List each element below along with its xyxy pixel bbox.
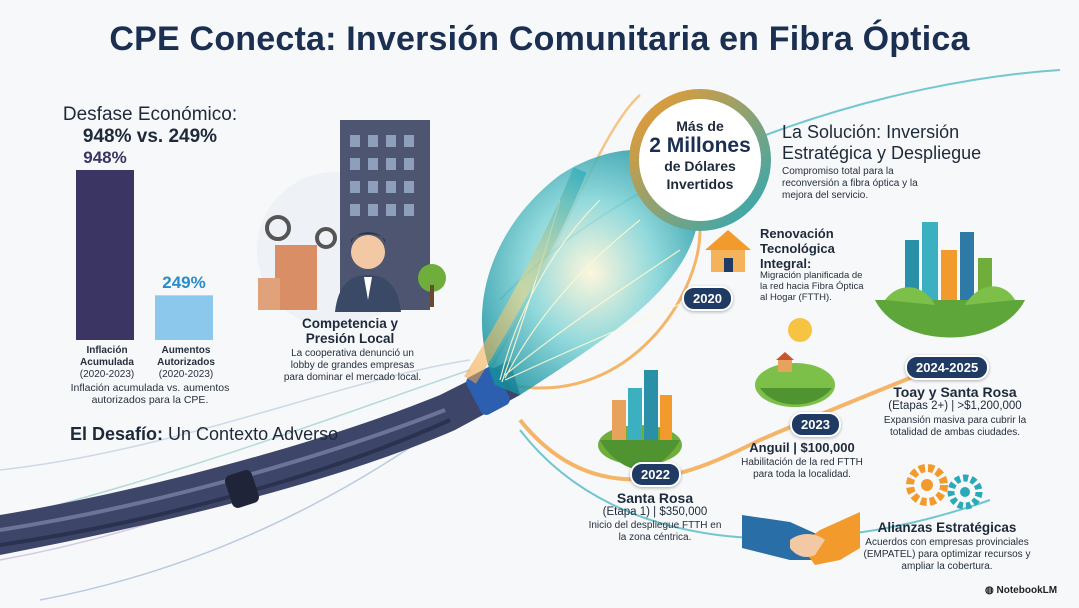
investment-line4: Invertidos — [666, 176, 734, 192]
city-2024-illustration — [875, 222, 1025, 338]
solution-title-l2: Estratégica y Despliegue — [782, 143, 982, 163]
page-title: CPE Conecta: Inversión Comunitaria en Fi… — [109, 20, 970, 58]
year-badge-2022: 2022 — [630, 462, 681, 487]
year-badge-2024-2025: 2024-2025 — [905, 355, 990, 380]
investment-line3: de Dólares — [664, 158, 736, 174]
bar-label-increases-period: (2020-2023) — [158, 369, 214, 380]
watermark: ◍ NotebookLM — [985, 585, 1057, 596]
bar-value-increases: 249% — [162, 273, 206, 293]
city-2022-illustration — [598, 370, 682, 470]
gap-heading-line2: 948% vs. 249% — [82, 126, 218, 147]
milestone-2022-text: Inicio del despliegue FTTH en la zona cé… — [588, 520, 722, 543]
challenge-bold: El Desafío: — [70, 424, 164, 444]
bar-label-inflation: Inflación Acumulada (2020-2023) — [72, 345, 142, 381]
house-illustration — [705, 230, 751, 272]
competition-text: La cooperativa denunció un lobby de gran… — [283, 348, 422, 383]
bar-label-increases: Aumentos Autorizados (2020-2023) — [150, 345, 222, 381]
milestone-2024-title: Toay y Santa Rosa — [893, 384, 1017, 400]
bar-label-inflation-period: (2020-2023) — [79, 369, 135, 380]
challenge-rest: Un Contexto Adverso — [163, 424, 339, 444]
milestone-2022-title: Santa Rosa — [616, 490, 694, 506]
bar-increases — [155, 295, 213, 340]
alliances-title: Alianzas Estratégicas — [877, 520, 1017, 535]
fiber-bloom — [464, 149, 700, 395]
milestone-2023: Anguil | $100,000 Habilitación de la red… — [737, 440, 867, 481]
gap-heading: Desfase Económico: 948% vs. 249% — [40, 104, 260, 148]
solution-text: Compromiso total para la reconversión a … — [782, 166, 918, 201]
notebooklm-icon: ◍ — [985, 585, 994, 596]
milestone-2020-text: Migración planificada de la red hacia Fi… — [760, 270, 864, 303]
alliances: Alianzas Estratégicas Acuerdos con empre… — [862, 520, 1032, 573]
bar-inflation — [76, 170, 134, 340]
solution-title-l1: La Solución: Inversión — [782, 122, 960, 142]
investment-ring — [629, 89, 771, 231]
solution-title: La Solución: Inversión Estratégica y Des… — [782, 122, 1042, 164]
bar-label-inflation-text: Inflación Acumulada — [80, 345, 134, 368]
milestone-2023-text: Habilitación de la red FTTH para toda la… — [741, 457, 863, 480]
gears-illustration — [906, 464, 983, 510]
competition-illustration — [257, 120, 446, 328]
bar-label-increases-text: Aumentos Autorizados — [157, 345, 215, 368]
milestone-2020-title: Renovación Tecnológica Integral: — [760, 226, 835, 271]
competition-title: Competencia y Presión Local — [301, 316, 399, 346]
milestone-2024: Toay y Santa Rosa (Etapas 2+) | >$1,200,… — [870, 384, 1040, 439]
gap-heading-line1: Desfase Económico: — [62, 104, 238, 125]
watermark-text: NotebookLM — [996, 585, 1058, 596]
bar-value-inflation: 948% — [83, 148, 127, 167]
challenge-heading: El Desafío: Un Contexto Adverso — [70, 424, 338, 445]
year-badge-2023: 2023 — [790, 412, 841, 437]
milestone-2022-sub: (Etapa 1) | $350,000 — [602, 506, 708, 518]
gap-caption: Inflación acumulada vs. aumentos autoriz… — [70, 382, 230, 406]
milestone-2022: Santa Rosa (Etapa 1) | $350,000 Inicio d… — [585, 490, 725, 544]
gap-bar-chart — [76, 170, 213, 340]
handshake-illustration — [742, 512, 860, 565]
investment-badge: Más de 2 Millones de Dólares Invertidos — [640, 117, 760, 193]
investment-line1: Más de — [676, 118, 724, 134]
milestone-2024-sub: (Etapas 2+) | >$1,200,000 — [888, 400, 1022, 412]
investment-line2: 2 Millones — [649, 134, 751, 157]
alliances-text: Acuerdos con empresas provinciales (EMPA… — [863, 537, 1031, 572]
village-2023-illustration — [755, 318, 835, 407]
milestone-2024-text: Expansión masiva para cubrir la totalida… — [883, 415, 1027, 438]
year-badge-2020: 2020 — [682, 286, 733, 311]
milestone-2023-title: Anguil | $100,000 — [749, 440, 855, 455]
